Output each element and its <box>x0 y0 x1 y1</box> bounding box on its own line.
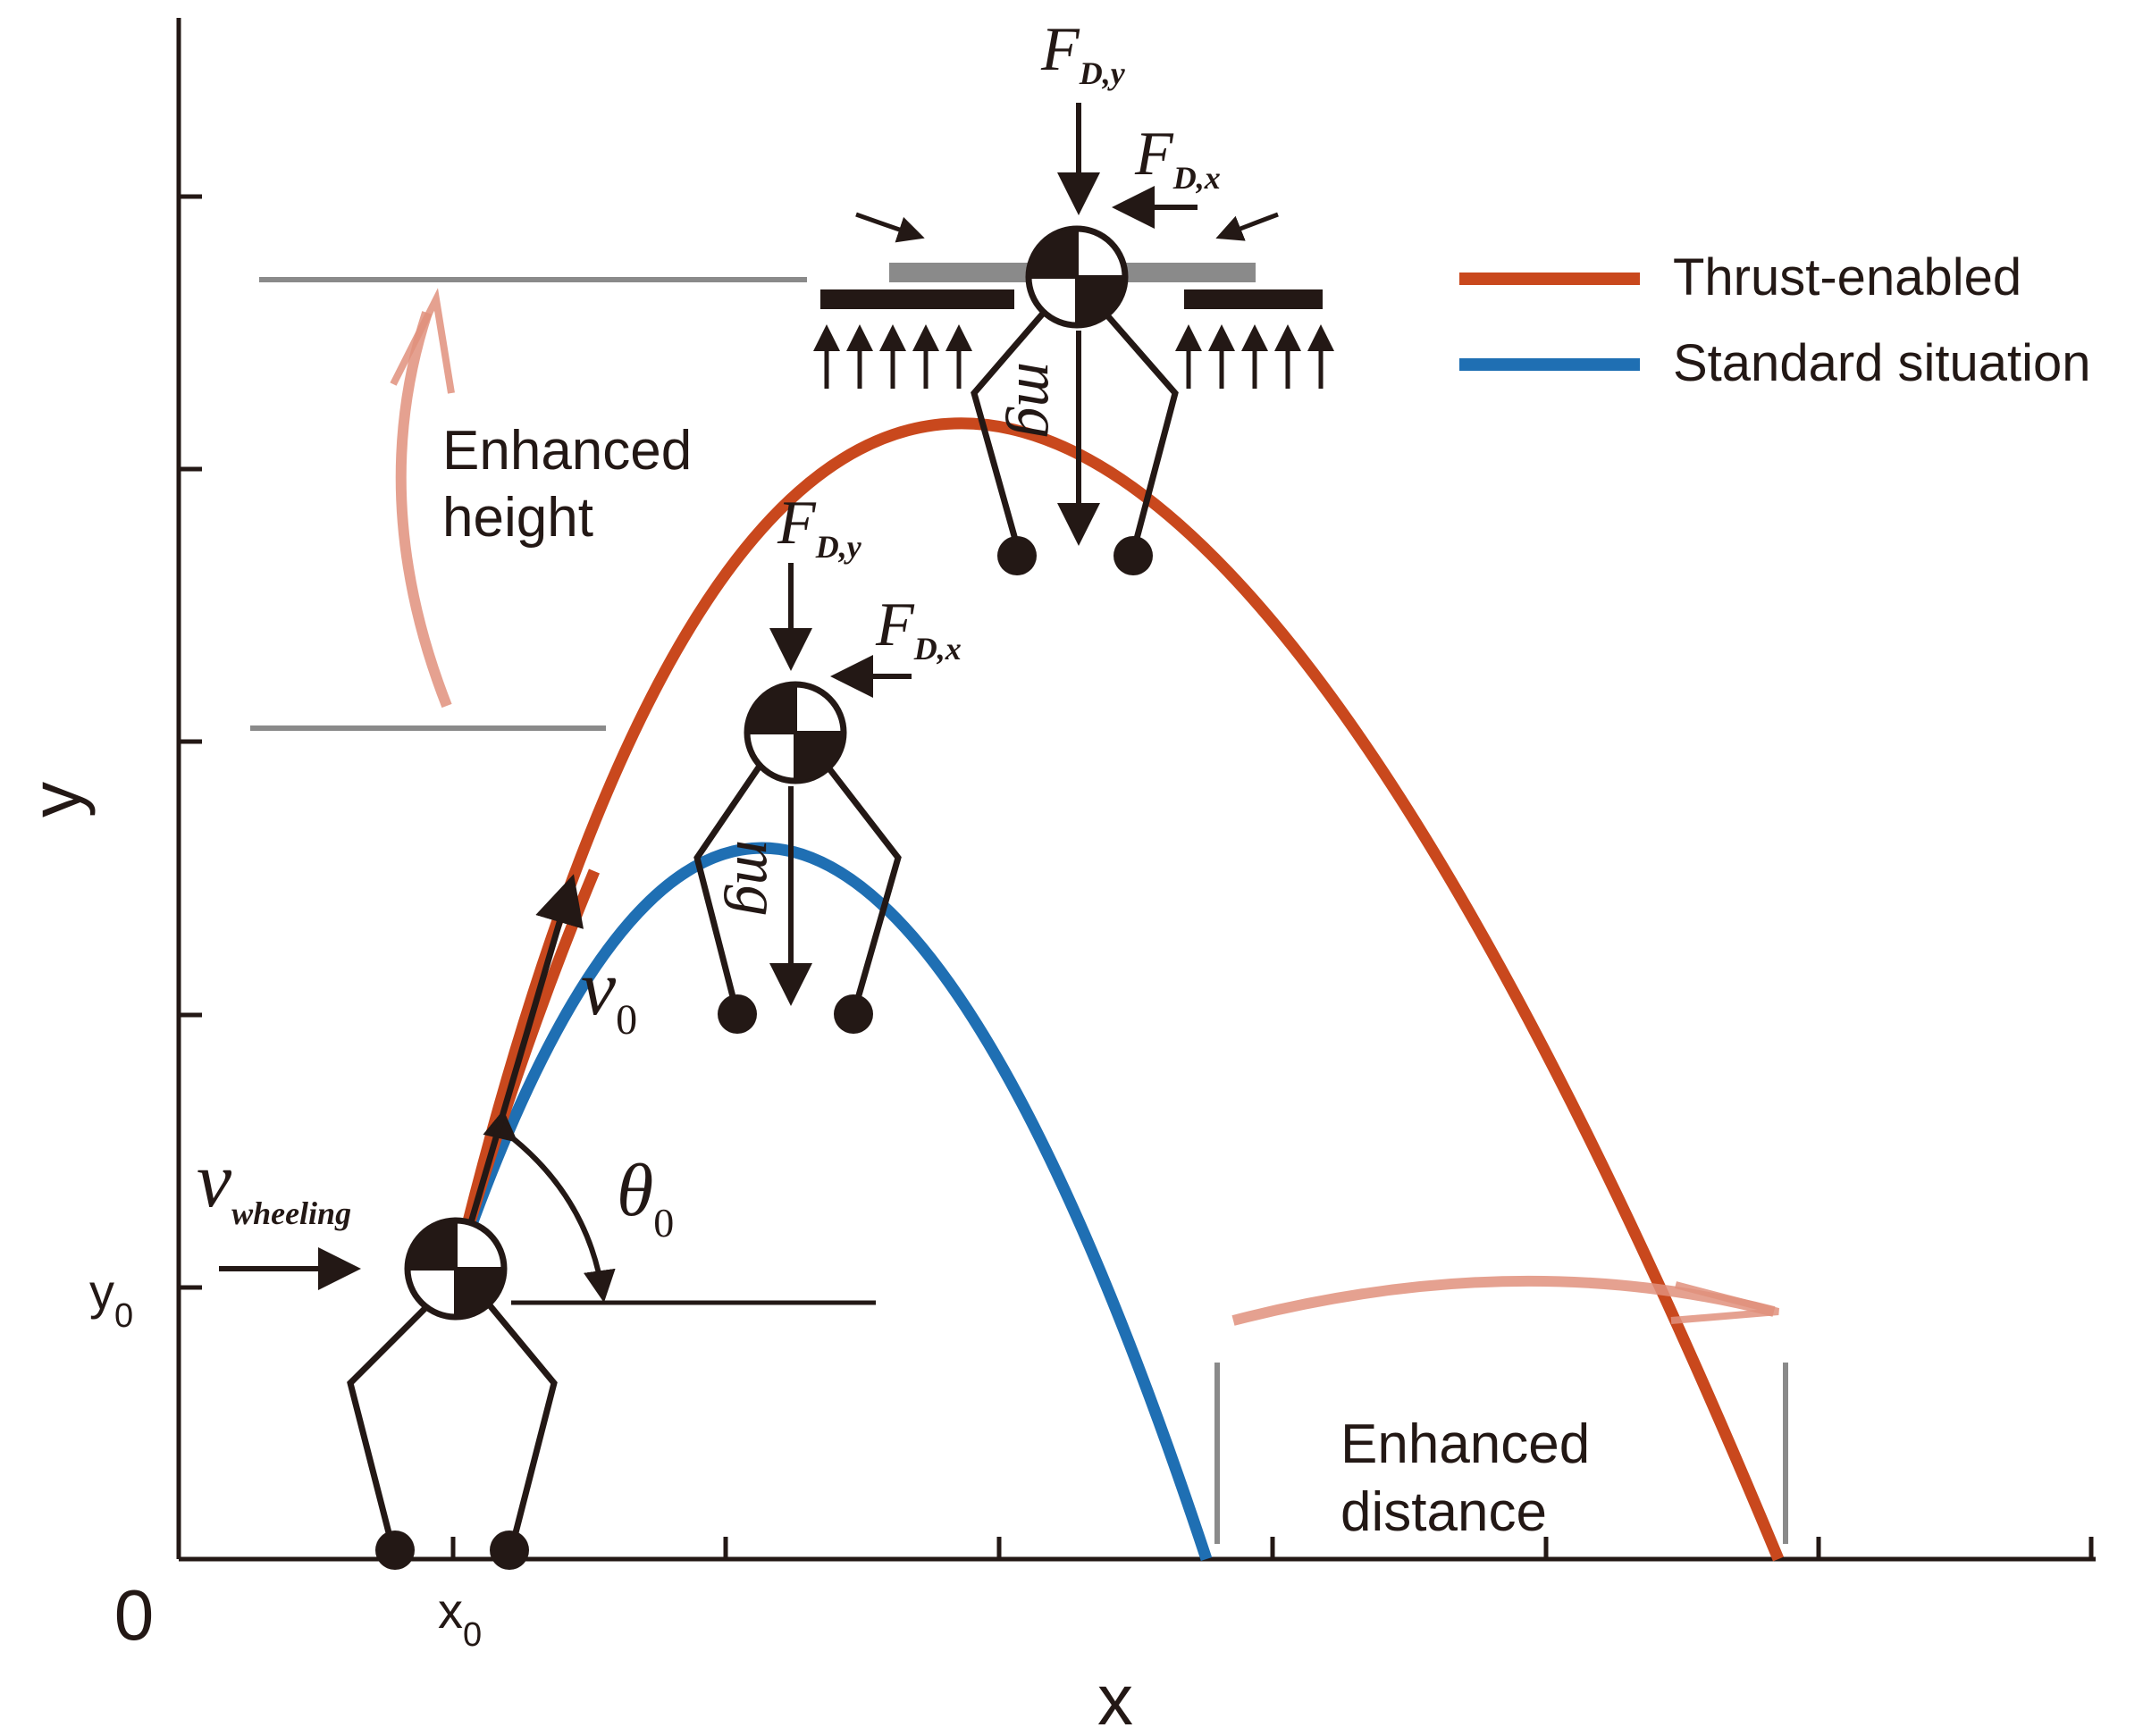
fdy-label-standard: FD,y <box>777 489 862 565</box>
theta0-label: θ0 <box>617 1149 674 1245</box>
y-axis-ticks <box>179 194 202 1290</box>
mg-label-standard: mg <box>723 840 792 917</box>
thrust-arrows-right <box>1175 324 1334 389</box>
x-axis-label: x <box>1097 1660 1133 1736</box>
robot-thrust-peak <box>813 103 1334 575</box>
enhanced-height-label: Enhanced height <box>442 420 707 549</box>
enhanced-distance-label: Enhanced distance <box>1340 1413 1605 1543</box>
rotation-arrow-right-icon <box>1215 212 1279 241</box>
enhanced-distance-arrow <box>1231 1275 1780 1326</box>
y0-label: y0 <box>89 1263 133 1335</box>
fdx-label-thrust: FD,x <box>1134 120 1221 196</box>
v-wheeling-label: vwheeling <box>197 1137 351 1231</box>
rotation-arrow-left-icon <box>855 212 925 243</box>
robot-standard-peak <box>693 563 912 1034</box>
legend-label-standard: Standard situation <box>1673 334 2091 392</box>
thrust-enabled-trajectory <box>451 417 1785 1562</box>
origin-label: 0 <box>114 1575 155 1655</box>
theta-angle-arc <box>483 1110 616 1303</box>
robot-launch <box>347 1217 558 1570</box>
x-axis-ticks <box>450 1537 2094 1559</box>
v0-label: v0 <box>581 945 637 1044</box>
fdy-label-thrust: FD,y <box>1040 15 1126 91</box>
v0-arrow <box>461 874 584 1245</box>
mg-label-thrust: mg <box>1004 362 1073 439</box>
enhanced-height-arrow <box>390 288 455 709</box>
y-axis-label: y <box>16 782 96 818</box>
x0-label: x0 <box>438 1582 482 1654</box>
legend-label-thrust: Thrust-enabled <box>1673 248 2021 306</box>
standard-trajectory <box>451 842 1213 1562</box>
legend: Thrust-enabled Standard situation <box>1459 248 2091 392</box>
thrust-arrows-left <box>813 324 972 389</box>
fdx-label-standard: FD,x <box>875 591 962 667</box>
